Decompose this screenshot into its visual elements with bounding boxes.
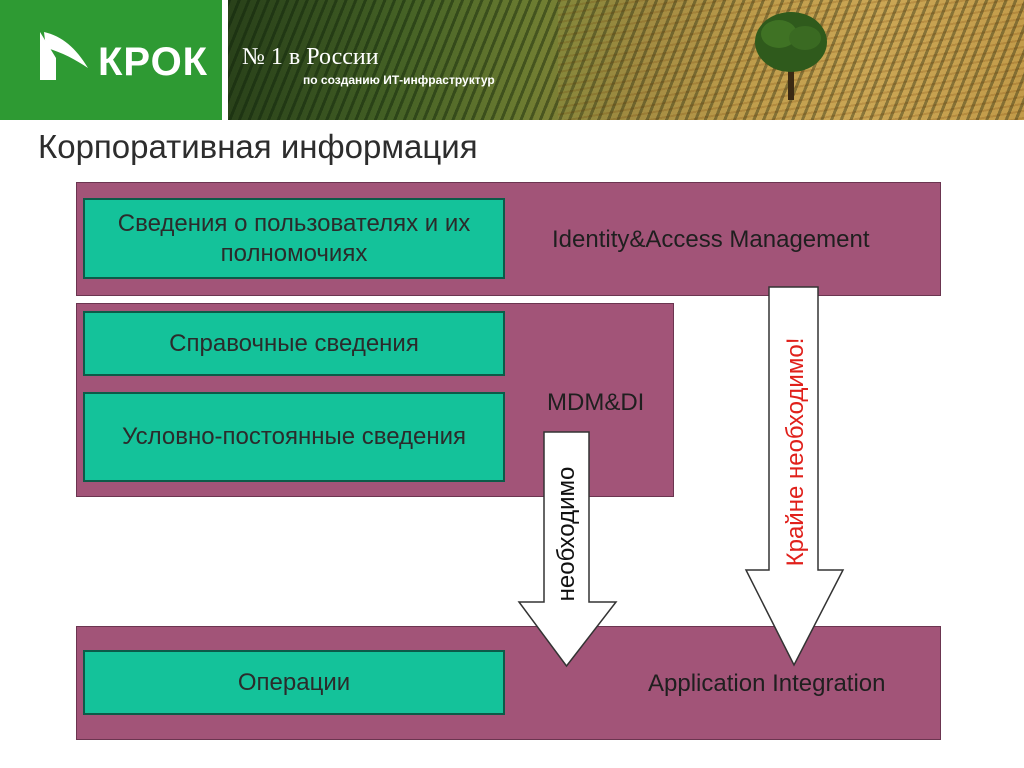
krok-logo-icon (40, 32, 88, 80)
mdm-label: MDM&DI (547, 389, 645, 416)
needed-arrow-label: необходимо (553, 466, 580, 602)
operations-card: Операции (83, 650, 505, 715)
logo-block: КРОК (0, 0, 222, 120)
reference-data-card: Справочные сведения (83, 311, 505, 376)
header-subtitle: по созданию ИТ-инфраструктур (303, 73, 495, 87)
semi-permanent-data-card: Условно-постоянные сведения (83, 392, 505, 482)
header-title: № 1 в России (242, 44, 379, 70)
field-banner-image (228, 0, 1024, 120)
tree-icon (755, 12, 827, 100)
needed-arrow (517, 431, 618, 668)
app-integration-label: Application Integration (648, 670, 886, 697)
critical-arrow-label: Крайне необходимо! (782, 337, 809, 567)
users-card: Сведения о пользователях и их полномочия… (83, 198, 505, 279)
iam-label: Identity&Access Management (552, 226, 870, 253)
header: КРОК № 1 в России по созданию ИТ-инфраст… (0, 0, 1024, 120)
critical-arrow (744, 286, 845, 667)
logo-text: КРОК (98, 40, 209, 84)
page-title: Корпоративная информация (38, 128, 478, 165)
header-divider (222, 0, 228, 120)
